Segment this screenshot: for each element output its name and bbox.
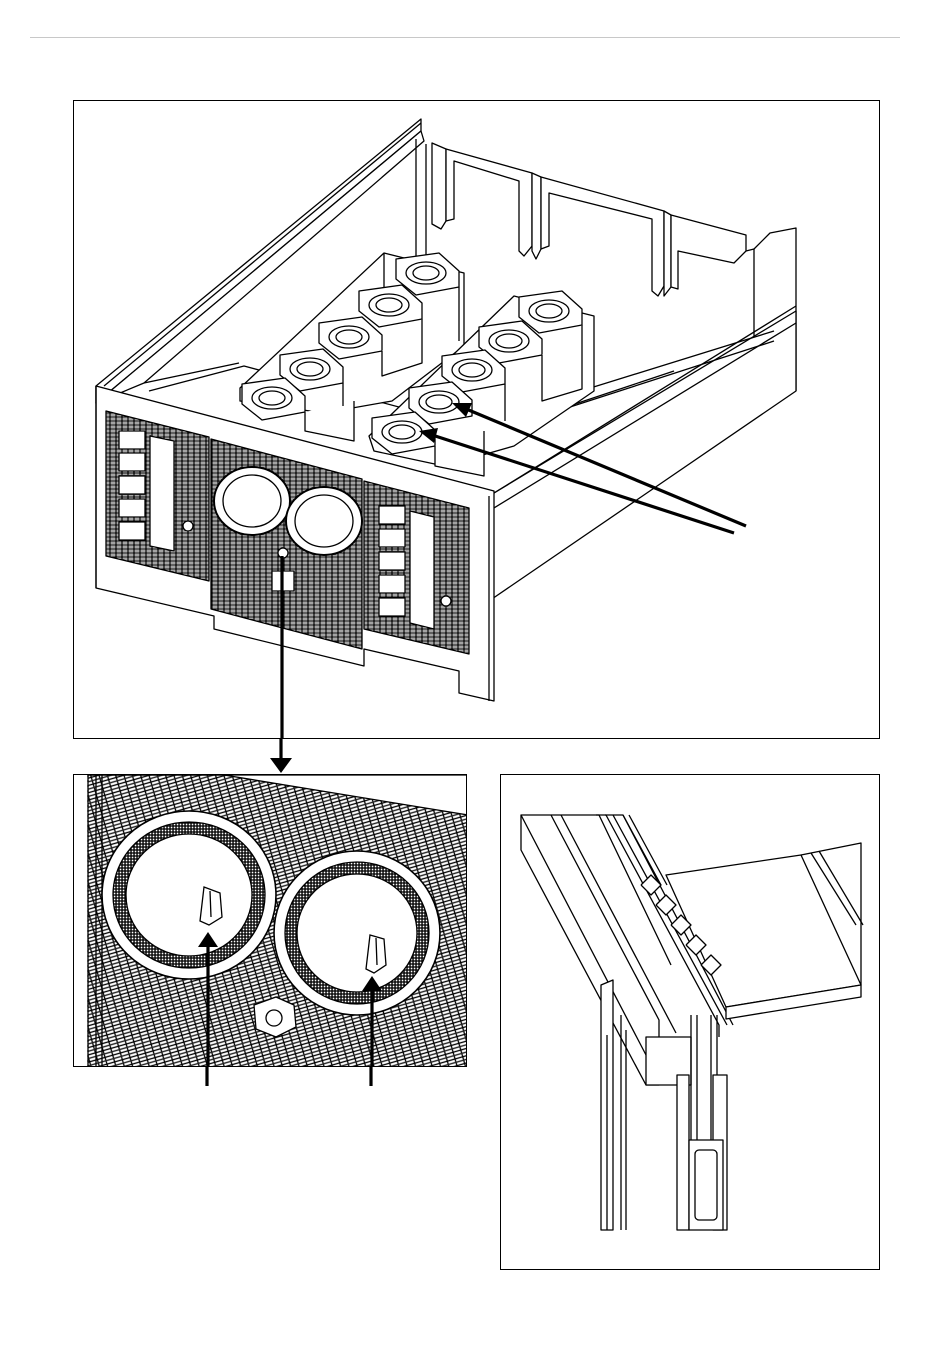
drawer-illustration bbox=[74, 101, 880, 739]
header-rule bbox=[30, 37, 900, 38]
drawer-overview-panel bbox=[73, 100, 880, 739]
fuse-cap-icon bbox=[274, 851, 440, 1015]
fuse-cap-icon bbox=[102, 811, 276, 979]
rail-detail-panel bbox=[500, 774, 880, 1270]
fuse-closeup-panel bbox=[73, 774, 467, 1067]
control-panel-left bbox=[106, 411, 209, 581]
control-panel-right bbox=[364, 481, 469, 654]
rail-icon bbox=[521, 815, 691, 1230]
fuse-closeup-illustration bbox=[74, 775, 467, 1067]
tray-icon bbox=[666, 843, 863, 1019]
rail-detail-illustration bbox=[501, 775, 880, 1270]
